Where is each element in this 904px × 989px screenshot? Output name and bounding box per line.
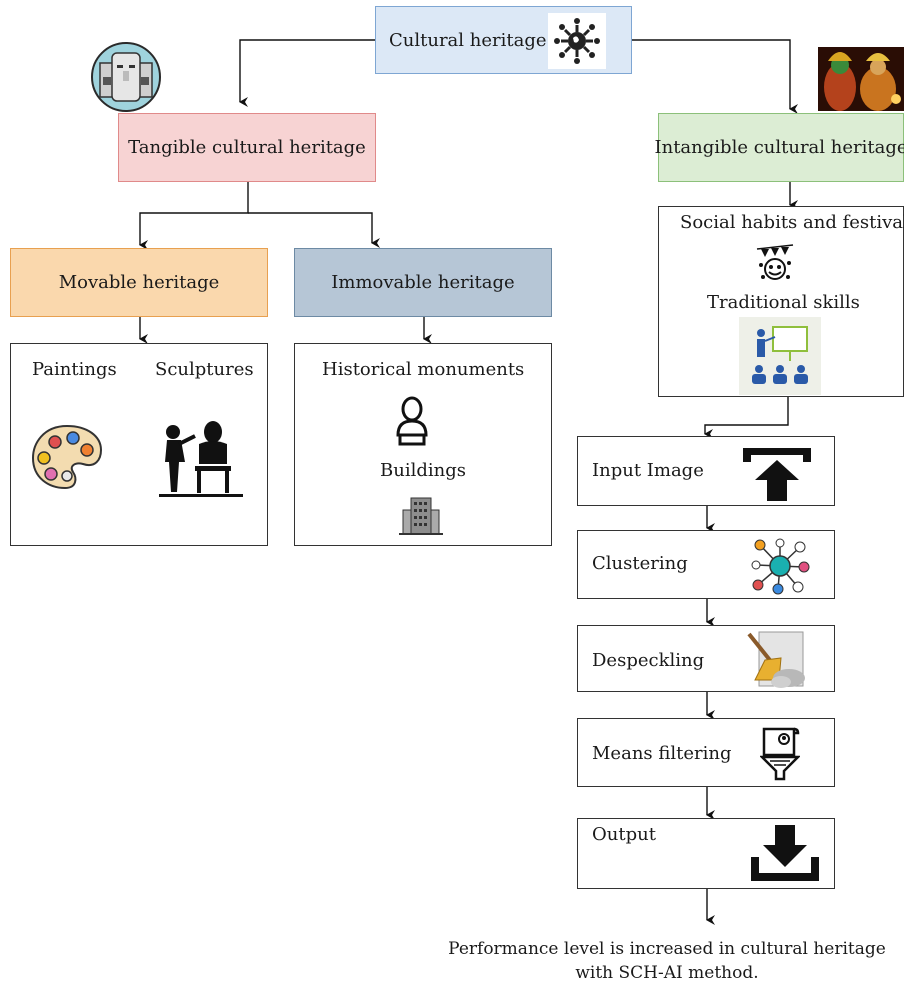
social-habits-label: Social habits and festival	[680, 212, 904, 233]
clustering-label: Clustering	[592, 553, 688, 574]
input-image-label: Input Image	[592, 460, 704, 481]
arrow-tangible-to-immovable	[248, 212, 380, 248]
tangible-heritage-label: Tangible cultural heritage	[128, 137, 366, 158]
paintings-label: Paintings	[32, 359, 117, 380]
globe-people-icon	[548, 13, 606, 69]
output-label: Output	[592, 824, 656, 845]
movable-heritage-label: Movable heritage	[58, 272, 220, 293]
movable-items-box: Paintings Sculptures	[10, 343, 268, 546]
building-icon	[399, 496, 443, 536]
despeckling-label: Despeckling	[592, 650, 705, 671]
arrow-tangible-split	[139, 182, 249, 250]
immovable-items-box: Historical monuments Buildings	[294, 343, 552, 546]
filter-funnel-icon	[758, 725, 802, 783]
bust-icon	[390, 395, 434, 447]
tangible-heritage-box: Tangible cultural heritage	[118, 113, 376, 182]
arrow-detail-to-input	[704, 397, 789, 439]
output-box: Output	[577, 818, 835, 889]
traditional-skills-label: Traditional skills	[707, 292, 860, 313]
teaching-icon	[739, 317, 821, 395]
statues-icon	[90, 41, 162, 113]
intangible-detail-box: Social habits and festival Traditional s…	[658, 206, 904, 397]
cultural-heritage-box: Cultural heritage	[375, 6, 632, 74]
movable-heritage-box: Movable heritage	[10, 248, 268, 317]
conclusion-line-1: Performance level is increased in cultur…	[448, 939, 886, 959]
means-filtering-label: Means filtering	[592, 743, 732, 764]
historical-monuments-label: Historical monuments	[322, 359, 525, 380]
sculptures-label: Sculptures	[155, 359, 254, 380]
download-icon	[749, 823, 821, 883]
immovable-heritage-box: Immovable heritage	[294, 248, 552, 317]
buildings-label: Buildings	[380, 460, 466, 481]
immovable-heritage-label: Immovable heritage	[331, 272, 515, 293]
cluster-network-icon	[748, 535, 812, 597]
dancers-photo	[818, 47, 904, 111]
input-image-box: Input Image	[577, 436, 835, 506]
festival-icon	[755, 243, 795, 283]
sculptor-icon	[155, 414, 247, 500]
clustering-box: Clustering	[577, 530, 835, 599]
broom-icon	[745, 630, 807, 690]
cultural-heritage-label: Cultural heritage	[389, 30, 547, 51]
upload-icon	[741, 446, 813, 502]
intangible-heritage-box: Intangible cultural heritage	[654, 113, 904, 182]
despeckling-box: Despeckling	[577, 625, 835, 692]
intangible-heritage-label: Intangible cultural heritage	[654, 137, 904, 158]
conclusion-line-2: with SCH-AI method.	[575, 963, 759, 983]
arrow-root-to-tangible	[239, 39, 375, 107]
arrow-root-to-intangible	[632, 39, 798, 114]
conclusion-text: Performance level is increased in cultur…	[430, 937, 904, 985]
means-filtering-box: Means filtering	[577, 718, 835, 787]
palette-icon	[29, 422, 105, 492]
